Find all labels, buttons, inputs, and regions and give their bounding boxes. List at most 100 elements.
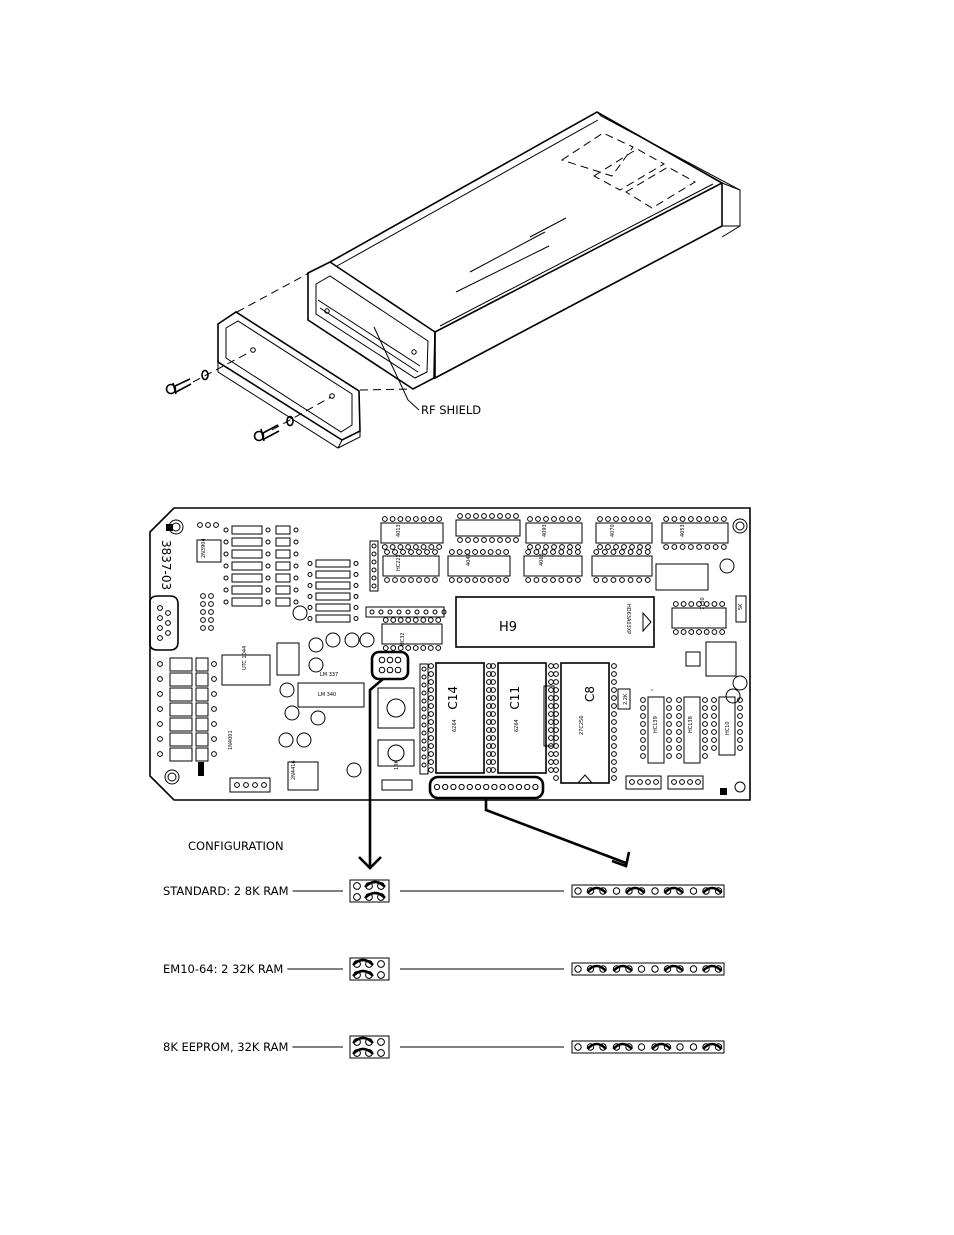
pad [415, 610, 419, 614]
main-chip-h9: H9 HD63A03XP [456, 597, 654, 647]
pad [496, 550, 501, 555]
pad [667, 714, 672, 719]
ic-package [524, 556, 582, 576]
pad [206, 523, 211, 528]
pad [680, 545, 685, 550]
resistor-array [656, 564, 708, 590]
pad [612, 736, 617, 741]
pad [738, 714, 743, 719]
pad [622, 517, 627, 522]
pad [212, 737, 217, 742]
pad [667, 706, 672, 711]
pad [549, 760, 554, 765]
pad [490, 514, 495, 519]
pad [528, 545, 533, 550]
chip-part-label: UTC 1044 [242, 646, 248, 670]
pad [224, 528, 228, 532]
header [668, 776, 703, 789]
resistor [232, 550, 262, 558]
pad [449, 550, 454, 555]
pad [294, 576, 298, 580]
pad [667, 738, 672, 743]
configuration-rows: STANDARD: 2 8K RAMEM10-64: 2 32K RAM8K E… [163, 880, 724, 1058]
resistor [316, 560, 350, 567]
resistor [232, 574, 262, 582]
pad [672, 545, 677, 550]
pad [654, 780, 659, 785]
pad [480, 550, 485, 555]
pad [646, 545, 651, 550]
pad [382, 545, 387, 550]
pad [508, 784, 513, 789]
shunt-cap [665, 888, 684, 893]
capacitor [170, 688, 192, 701]
shunt-cap [588, 888, 607, 893]
small-jumper-header [350, 880, 389, 902]
pad [425, 550, 430, 555]
pad [201, 626, 206, 631]
pad [262, 783, 267, 788]
pad [672, 517, 677, 522]
capacitor [196, 733, 208, 746]
chip-part-label: 2N4416 [291, 760, 297, 780]
pad [224, 564, 228, 568]
pad [492, 784, 497, 789]
long-jumper-header [572, 963, 724, 975]
pad [398, 545, 403, 550]
pad [534, 578, 539, 583]
pad [704, 630, 709, 635]
resistor [232, 538, 262, 546]
pin [354, 883, 361, 890]
shunt-cap [665, 966, 684, 971]
pad [637, 578, 642, 583]
pad [406, 618, 411, 623]
pad [697, 545, 702, 550]
pad [667, 730, 672, 735]
pad [409, 550, 414, 555]
chip-part-label: HC222 [396, 554, 402, 571]
pad [473, 578, 478, 583]
resistor [232, 562, 262, 570]
pad [421, 646, 426, 651]
pad [413, 618, 418, 623]
pad [554, 760, 559, 765]
pad [612, 728, 617, 733]
pad [429, 696, 434, 701]
pad [504, 578, 509, 583]
pad [712, 706, 717, 711]
pad [308, 606, 312, 610]
pad [391, 646, 396, 651]
front-bezel [218, 312, 360, 448]
ic-package [526, 523, 582, 543]
pin [638, 966, 644, 972]
pad [406, 517, 411, 522]
chip-part-label: 2N3904 [201, 538, 207, 558]
configuration-label: 8K EEPROM, 32K RAM [163, 1040, 288, 1054]
pad [612, 752, 617, 757]
pad [549, 680, 554, 685]
pad [308, 617, 312, 621]
pad [385, 578, 390, 583]
pad [703, 706, 708, 711]
rf-shield-label: RF SHIELD [421, 403, 481, 417]
pin [652, 966, 658, 972]
pad [536, 545, 541, 550]
pad [576, 517, 581, 522]
socket-c14: C14 6264 [436, 663, 484, 773]
pad [612, 672, 617, 677]
pad [712, 730, 717, 735]
chip-part-label: HC138 [688, 716, 694, 733]
pad [294, 540, 298, 544]
pad [506, 538, 511, 543]
pad [429, 768, 434, 773]
capacitor [686, 652, 700, 666]
pad [490, 538, 495, 543]
enclosure-illustration: RF SHIELD [167, 112, 741, 448]
pad [703, 754, 708, 759]
pad [630, 545, 635, 550]
pad [705, 517, 710, 522]
pad [712, 602, 717, 607]
header-body [572, 885, 724, 897]
socket-label: C14 [446, 686, 460, 710]
pad [459, 784, 464, 789]
